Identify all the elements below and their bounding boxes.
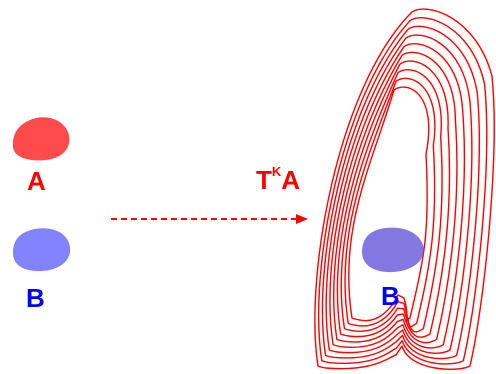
map-label-exponent: K [271, 164, 282, 179]
set-b-blob [13, 228, 71, 272]
map-label-t: T [256, 165, 272, 195]
set-b-overlap-blob [362, 227, 424, 273]
fold-curve [340, 69, 443, 333]
label-b: B [26, 283, 45, 313]
folded-image-of-a [314, 8, 495, 370]
fold-curve [333, 51, 458, 344]
map-label-a: A [281, 165, 301, 195]
set-a-blob [12, 117, 70, 161]
label-a: A [27, 166, 46, 196]
fold-curve [329, 43, 466, 349]
fold-curve [321, 25, 480, 360]
fold-curve [314, 8, 495, 370]
map-label: TKA [256, 164, 301, 195]
fold-curve [317, 17, 488, 365]
fold-curve [336, 60, 451, 338]
map-arrow-head [296, 214, 308, 224]
fold-curve [325, 34, 473, 354]
fold-curve [344, 77, 436, 328]
fold-curve [348, 86, 430, 322]
label-b-mapped: B [381, 281, 400, 311]
